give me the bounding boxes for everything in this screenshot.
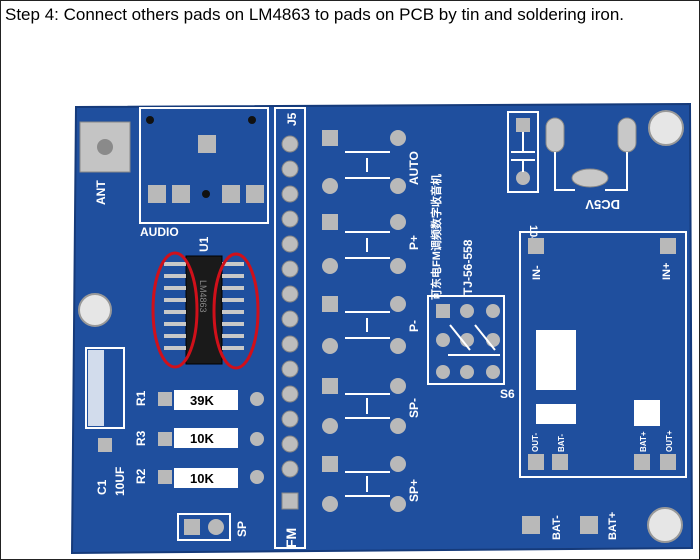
c1-stripe [88, 350, 104, 426]
step-caption: Step 4: Connect others pads on LM4863 to… [5, 5, 625, 24]
s6-switch-outline [427, 295, 505, 385]
chinese-title: 可东电FM调频数字收音机 [429, 174, 443, 300]
cap-104-pads [516, 118, 530, 185]
p-minus-label: P- [407, 320, 421, 332]
resistor-r1: 39K [158, 390, 264, 410]
tact-switch-p-plus [322, 214, 406, 274]
p-plus-label: P+ [407, 235, 421, 250]
resistor-r3: 10K [158, 428, 264, 448]
audio-jack-pads [146, 116, 264, 203]
fm-label: FM [283, 528, 299, 548]
bat-plus-label: BAT+ [607, 512, 619, 540]
mounting-hole-bottom-right [647, 507, 683, 543]
auto-label: AUTO [407, 151, 421, 185]
sp-connector-outline [177, 513, 231, 541]
chip-left-pins [164, 262, 186, 350]
dc5v-jack-pads [545, 117, 637, 188]
s6-switch-pads [436, 304, 500, 379]
ant-pad-hole [97, 139, 113, 155]
r2-label: R2 [134, 468, 148, 484]
out-minus-label: OUT- [531, 433, 540, 452]
bat-minus-label: BAT- [551, 515, 563, 540]
dc5v-outline [554, 152, 628, 191]
r2-value: 10K [190, 471, 214, 486]
charger-pads [528, 238, 676, 470]
j5-pins [281, 135, 299, 510]
highlight-right-pins [212, 252, 260, 370]
charger-smd-pads [536, 330, 660, 426]
audio-module-outline [139, 107, 269, 224]
in-plus-label: IN+ [661, 263, 673, 280]
highlight-left-pins [151, 251, 199, 369]
u1-label: U1 [197, 236, 211, 252]
r3-value: 10K [190, 431, 214, 446]
in-minus-label: IN- [531, 265, 543, 280]
dc5v-label: DC5V [585, 197, 620, 212]
r1-label: R1 [134, 390, 148, 406]
sp-minus-label: SP- [407, 398, 421, 418]
c1-value-label: 10UF [113, 467, 127, 496]
sp-label: SP [235, 521, 249, 537]
r3-label: R3 [134, 430, 148, 446]
bat-plus-pad [580, 516, 598, 534]
model-number: TJ-56-558 [461, 239, 475, 295]
c1-label: C1 [95, 479, 109, 495]
mounting-hole-top-right [648, 110, 684, 146]
audio-label: AUDIO [140, 225, 179, 239]
c1-pads [98, 438, 112, 452]
cap-104-symbol [511, 132, 535, 172]
tact-switch-sp-plus [322, 456, 406, 512]
j5-label: J5 [285, 112, 299, 126]
j5-header-outline [274, 107, 306, 549]
bat-minus-small-label: BAT- [557, 434, 566, 452]
tact-switch-sp-minus [322, 378, 406, 434]
cap-104-outline [507, 111, 539, 193]
sp-connector-pads [184, 519, 224, 535]
ant-label: ANT [94, 180, 108, 205]
bat-plus-small-label: BAT+ [639, 431, 648, 452]
bat-minus-pad [522, 516, 540, 534]
tact-switch-auto [322, 130, 406, 194]
s6-label: S6 [500, 387, 515, 401]
r1-value: 39K [190, 393, 214, 408]
c1-outline [85, 347, 125, 429]
out-plus-label: OUT+ [665, 430, 674, 452]
tact-switch-p-minus [322, 296, 406, 354]
sp-plus-label: SP+ [407, 479, 421, 502]
chip-marking: LM4863 [198, 280, 208, 313]
resistor-r2: 10K [158, 468, 264, 488]
s6-switch-symbol [448, 324, 500, 356]
charger-module-outline [519, 231, 687, 478]
chip-right-pins [222, 262, 244, 350]
mounting-hole-left [78, 293, 112, 327]
